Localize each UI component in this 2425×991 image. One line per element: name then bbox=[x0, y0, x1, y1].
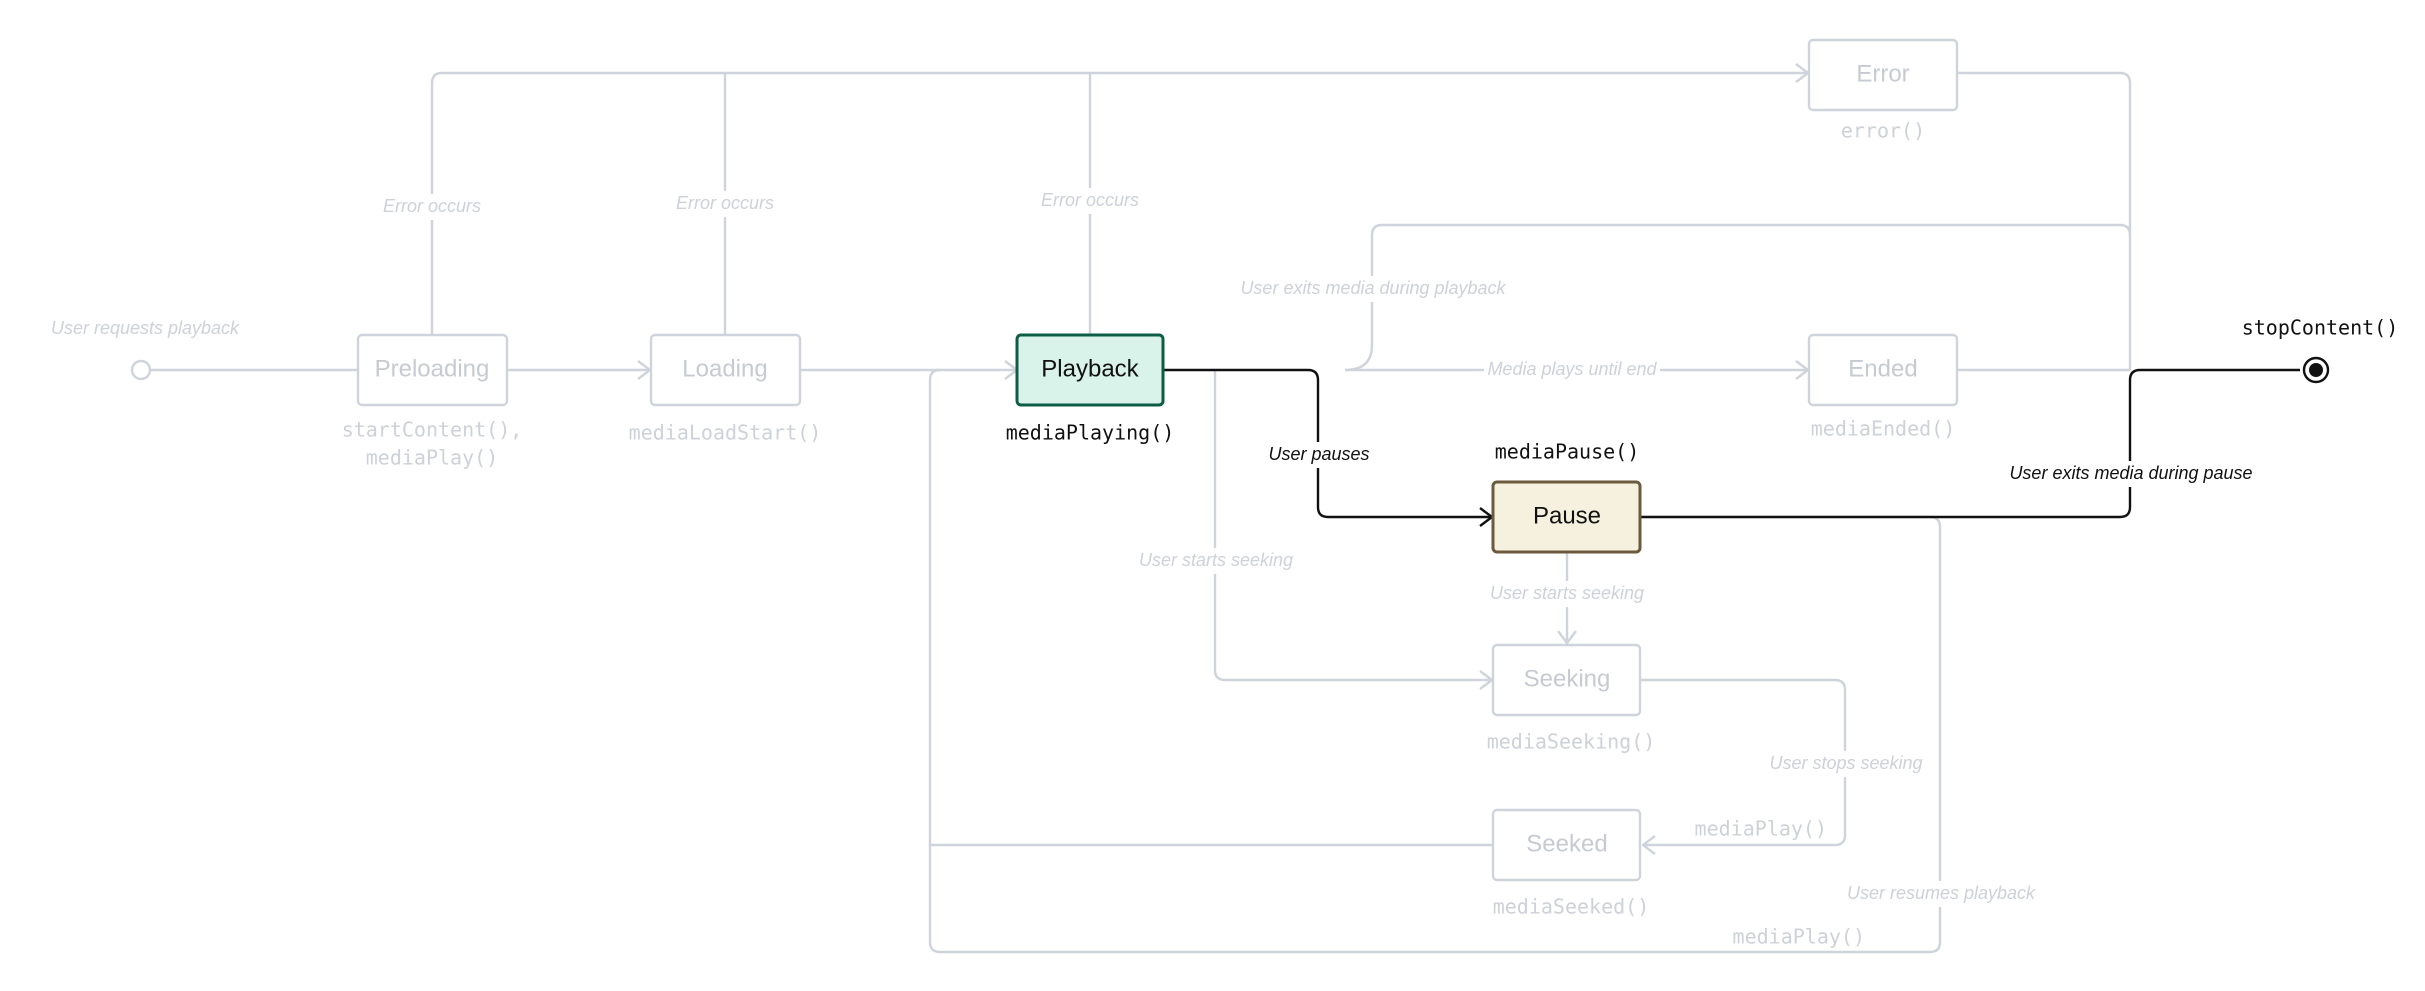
edge-preloading-error bbox=[430, 73, 1808, 335]
fn-media-play-seek: mediaPlay() bbox=[1695, 817, 1827, 841]
label-exit-during-pause: User exits media during pause bbox=[2009, 463, 2252, 483]
fn-media-play-resume: mediaPlay() bbox=[1733, 925, 1865, 949]
label-starts-seeking-playback: User starts seeking bbox=[1139, 550, 1293, 570]
state-seeked-label: Seeked bbox=[1526, 830, 1607, 857]
fn-start-content-line1: startContent(), bbox=[342, 418, 523, 442]
state-pause: Pause bbox=[1491, 480, 1642, 554]
fn-media-load-start: mediaLoadStart() bbox=[629, 421, 822, 445]
fn-media-playing: mediaPlaying() bbox=[1006, 421, 1175, 445]
state-playback-label: Playback bbox=[1041, 355, 1139, 382]
initial-state-node bbox=[130, 359, 152, 381]
final-state-node bbox=[2302, 356, 2330, 384]
state-seeked: Seeked bbox=[1491, 808, 1642, 882]
label-error-occurs-playback: Error occurs bbox=[1041, 190, 1139, 210]
fn-media-pause: mediaPause() bbox=[1495, 440, 1640, 464]
label-error-occurs-preloading: Error occurs bbox=[383, 196, 481, 216]
state-loading: Loading bbox=[649, 333, 802, 407]
label-user-pauses: User pauses bbox=[1268, 444, 1369, 464]
state-playback: Playback bbox=[1015, 333, 1165, 407]
fn-stop-content: stopContent() bbox=[2242, 316, 2399, 340]
label-plays-until-end: Media plays until end bbox=[1487, 359, 1657, 379]
state-preloading-label: Preloading bbox=[375, 355, 490, 382]
fn-error: error() bbox=[1841, 119, 1925, 143]
label-exit-during-playback: User exits media during playback bbox=[1240, 278, 1506, 298]
edge-pause-resume bbox=[928, 515, 1942, 954]
fn-media-seeked: mediaSeeked() bbox=[1493, 895, 1650, 919]
label-starts-seeking-pause: User starts seeking bbox=[1490, 583, 1644, 603]
edge-playback-seeking bbox=[1213, 370, 1492, 680]
label-error-occurs-loading: Error occurs bbox=[676, 193, 774, 213]
state-pause-label: Pause bbox=[1533, 502, 1601, 529]
edge-error-final bbox=[1957, 71, 2132, 370]
state-seeking: Seeking bbox=[1491, 643, 1642, 717]
fn-media-seeking: mediaSeeking() bbox=[1487, 730, 1656, 754]
state-seeking-label: Seeking bbox=[1524, 665, 1611, 692]
state-preloading: Preloading bbox=[356, 333, 509, 407]
label-resumes-playback: User resumes playback bbox=[1847, 883, 2036, 903]
edge-pause-final bbox=[1640, 368, 2300, 519]
state-ended-label: Ended bbox=[1848, 355, 1917, 382]
fn-start-content-line2: mediaPlay() bbox=[366, 446, 498, 470]
state-error-label: Error bbox=[1856, 60, 1909, 87]
fn-media-ended: mediaEnded() bbox=[1811, 417, 1956, 441]
state-ended: Ended bbox=[1807, 333, 1959, 407]
label-stops-seeking: User stops seeking bbox=[1769, 753, 1922, 773]
state-error: Error bbox=[1807, 38, 1959, 112]
state-loading-label: Loading bbox=[682, 355, 767, 382]
edge-seeked-playback bbox=[928, 368, 1492, 847]
edge-playback-exit bbox=[1344, 223, 2132, 372]
label-user-requests-playback: User requests playback bbox=[51, 318, 240, 338]
